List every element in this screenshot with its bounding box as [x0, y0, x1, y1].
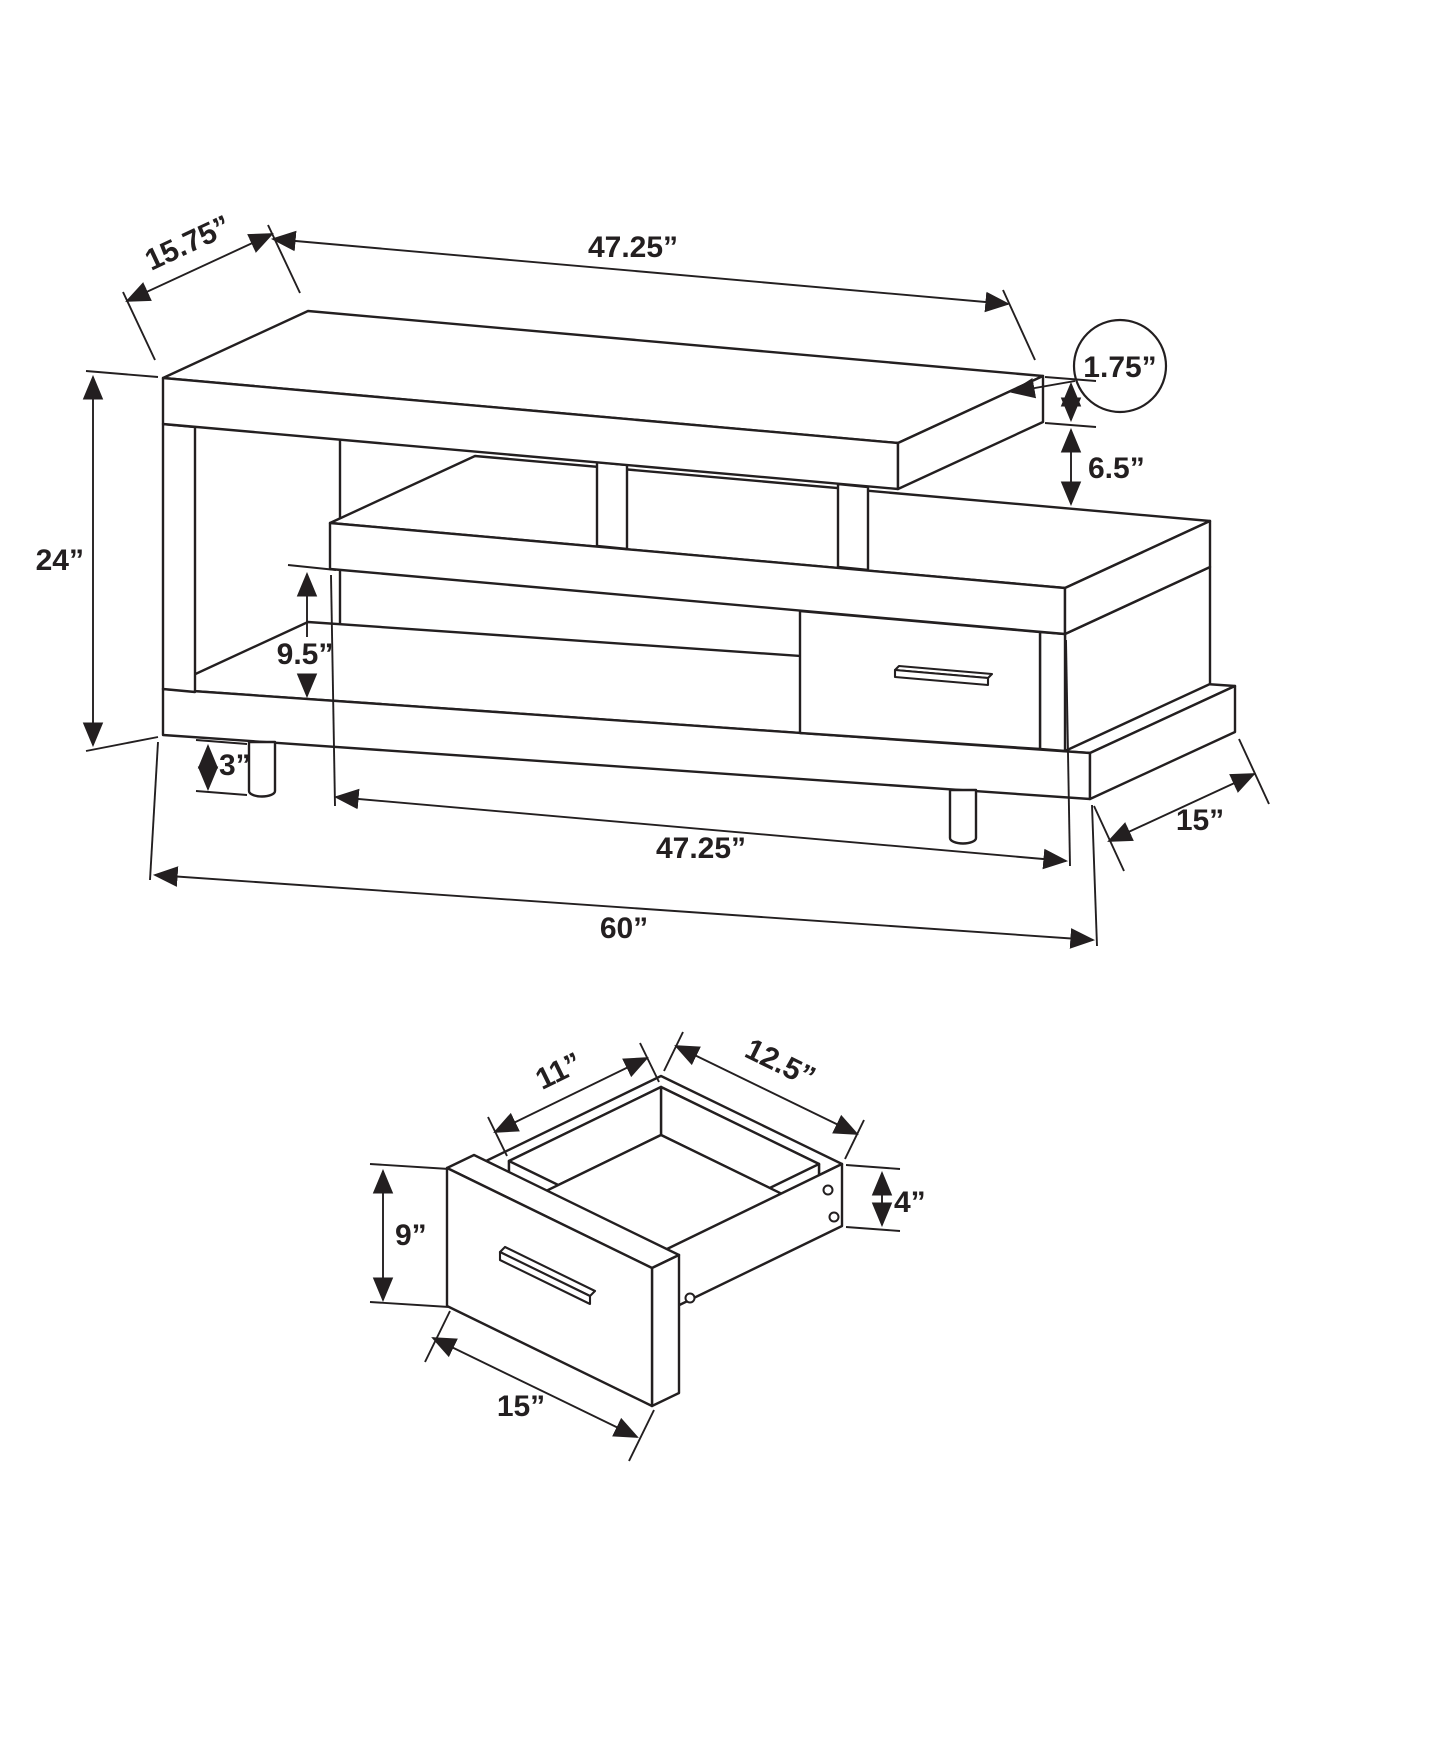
- ext-line: [85, 736, 159, 752]
- left-side-panel-front-face: [161, 422, 197, 694]
- dim-line: [333, 788, 1069, 870]
- ext-line: [122, 291, 156, 361]
- dim-leg-height: 3”: [195, 739, 251, 796]
- dim-line: [152, 866, 1096, 949]
- dim-line: [493, 1057, 649, 1133]
- dim-label-drawer-front-height: 9”: [395, 1219, 427, 1252]
- dim-label-top-shelf-thickness: 1.75”: [1083, 351, 1156, 384]
- dim-label-top-shelf-depth: 15.75”: [140, 209, 236, 277]
- drawer-assembled: [798, 609, 1042, 751]
- dim-drawer-front-height: 9”: [369, 1163, 450, 1308]
- ext-line: [330, 574, 336, 807]
- ext-line: [628, 1409, 655, 1462]
- ext-line: [639, 1042, 660, 1083]
- ext-line: [1093, 805, 1125, 872]
- dim-top-shelf-width: 47.25”: [270, 230, 1036, 361]
- leg-left: [247, 740, 277, 798]
- ext-line: [85, 370, 159, 378]
- divider-left: [595, 460, 629, 551]
- ext-line: [663, 1031, 684, 1072]
- dim-line: [1107, 773, 1256, 842]
- right-side-panel-front-face: [1038, 630, 1067, 753]
- dim-line: [125, 233, 274, 302]
- dim-line: [431, 1337, 639, 1438]
- dim-label-lower-shelf-width: 47.25”: [656, 832, 746, 865]
- drawer-handle-bar: [893, 668, 990, 687]
- ext-line: [195, 739, 248, 745]
- ext-line: [1065, 639, 1071, 867]
- ext-line: [845, 1226, 901, 1232]
- ext-line: [287, 564, 337, 571]
- ext-line: [1091, 804, 1098, 947]
- dim-drawer-front-width: 15”: [424, 1310, 655, 1462]
- ext-line: [1002, 289, 1036, 361]
- dim-shelf-gap: 6.5”: [1060, 427, 1145, 507]
- dim-label-drawer-side-height: 4”: [894, 1186, 926, 1219]
- ext-line: [487, 1116, 508, 1157]
- dim-overall-width: 60”: [149, 741, 1098, 949]
- dim-label-overall-height: 24”: [36, 544, 84, 577]
- drawer-handle: [893, 664, 994, 687]
- screw-icon: [828, 1211, 840, 1223]
- dim-base-depth: 15”: [1093, 738, 1270, 872]
- drawer-detail-handle-bar: [498, 1250, 592, 1306]
- ext-line: [369, 1163, 450, 1170]
- ext-line: [149, 741, 159, 881]
- dividers: [595, 460, 870, 572]
- dim-lower-shelf-width: 47.25”: [330, 574, 1071, 870]
- ext-line: [369, 1301, 450, 1308]
- top-shelf-end-face: [896, 374, 1045, 491]
- callout-circle: [1072, 318, 1168, 414]
- dim-label-drawer-outer-depth: 12.5”: [740, 1033, 820, 1095]
- drawer-screws: [684, 1184, 840, 1304]
- middle-shelf: [328, 454, 1212, 636]
- dim-line: [270, 230, 1011, 313]
- dim-label-leg-height: 3”: [219, 749, 251, 782]
- bottom-shelf-end-face: [1088, 684, 1237, 801]
- ext-line: [195, 790, 248, 796]
- dim-drawer-side-height: 4”: [845, 1164, 926, 1232]
- dim-label-overall-width: 60”: [600, 912, 648, 945]
- leg-right: [948, 788, 978, 845]
- ext-line: [1044, 422, 1097, 428]
- middle-shelf-end-face: [1063, 519, 1212, 636]
- drawer-front-panel-side-face: [650, 1253, 681, 1408]
- ext-line: [424, 1310, 451, 1363]
- ext-line: [267, 224, 301, 294]
- ext-line: [845, 1164, 901, 1170]
- dim-label-top-shelf-width: 47.25”: [588, 231, 678, 264]
- dim-label-base-depth: 15”: [1176, 804, 1224, 837]
- dim-overall-height: 24”: [36, 370, 159, 752]
- dim-label-drawer-front-width: 15”: [497, 1390, 545, 1423]
- dim-label-drawer-inner-depth: 11”: [531, 1046, 587, 1096]
- divider-right: [836, 482, 870, 572]
- screw-icon: [684, 1292, 696, 1304]
- top-shelf: [161, 309, 1045, 491]
- dim-opening-height: 9.5”: [277, 564, 337, 699]
- ext-line: [1044, 376, 1097, 382]
- ext-line: [1238, 738, 1270, 805]
- dim-line: [674, 1045, 859, 1135]
- dim-label-shelf-gap: 6.5”: [1088, 452, 1145, 485]
- screw-icon: [822, 1184, 834, 1196]
- dim-label-opening-height: 9.5”: [277, 638, 334, 671]
- ext-line: [844, 1119, 865, 1160]
- dim-top-shelf-thickness: 1.75”: [1009, 318, 1168, 428]
- drawer-detail-handle: [498, 1245, 597, 1306]
